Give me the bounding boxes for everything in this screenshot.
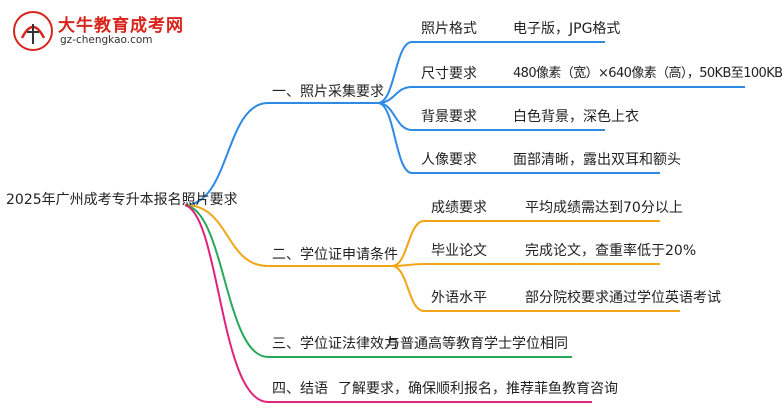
- root-topic: 2025年广州成考专升本报名照片要求: [6, 192, 238, 208]
- degree-grade-value: 平均成绩需达到70分以上: [525, 200, 683, 216]
- logo-mark-icon: [13, 11, 53, 51]
- connector-root-degree: [184, 204, 269, 267]
- connector-root-conclusion: [184, 204, 269, 403]
- branch-conclusion: 四、结语: [272, 381, 328, 397]
- degree-language-value: 部分院校要求通过学位英语考试: [525, 290, 721, 306]
- branch-photo-requirements: 一、照片采集要求: [272, 84, 384, 100]
- photo-portrait-value: 面部清晰，露出双耳和额头: [513, 152, 681, 168]
- photo-size-label: 尺寸要求: [421, 66, 477, 82]
- photo-format-value: 电子版，JPG格式: [513, 21, 621, 37]
- connector-root-photo: [184, 102, 269, 206]
- connector-photo-3: [377, 102, 413, 131]
- connector-degree-3: [391, 265, 425, 312]
- legal-effect-value: 与普通高等教育学士学位相同: [386, 336, 568, 352]
- conclusion-value: 了解要求，确保顺利报名，推荐菲鱼教育咨询: [338, 381, 618, 397]
- site-logo: 大牛教育成考网 gz-chengkao.com: [8, 8, 188, 54]
- branch-legal-effect: 三、学位证法律效力: [272, 336, 398, 352]
- logo-url: gz-chengkao.com: [60, 34, 153, 46]
- degree-thesis-label: 毕业论文: [431, 243, 487, 259]
- degree-thesis-value: 完成论文，查重率低于20%: [525, 243, 697, 259]
- photo-format-label: 照片格式: [421, 21, 477, 37]
- photo-background-label: 背景要求: [421, 109, 477, 125]
- degree-grade-label: 成绩要求: [431, 200, 487, 216]
- degree-language-label: 外语水平: [431, 290, 487, 306]
- branch-degree-conditions: 二、学位证申请条件: [272, 247, 398, 263]
- connector-degree-1: [391, 220, 425, 267]
- photo-size-value: 480像素（宽）×640像素（高），50KB至100KB: [513, 66, 782, 81]
- photo-portrait-label: 人像要求: [421, 152, 477, 168]
- photo-background-value: 白色背景，深色上衣: [513, 109, 639, 125]
- connector-root-legal: [184, 204, 269, 358]
- logo-title: 大牛教育成考网: [58, 16, 184, 36]
- connector-photo-4: [377, 102, 413, 174]
- mindmap-connectors: [184, 41, 745, 403]
- connector-photo-1: [377, 41, 413, 104]
